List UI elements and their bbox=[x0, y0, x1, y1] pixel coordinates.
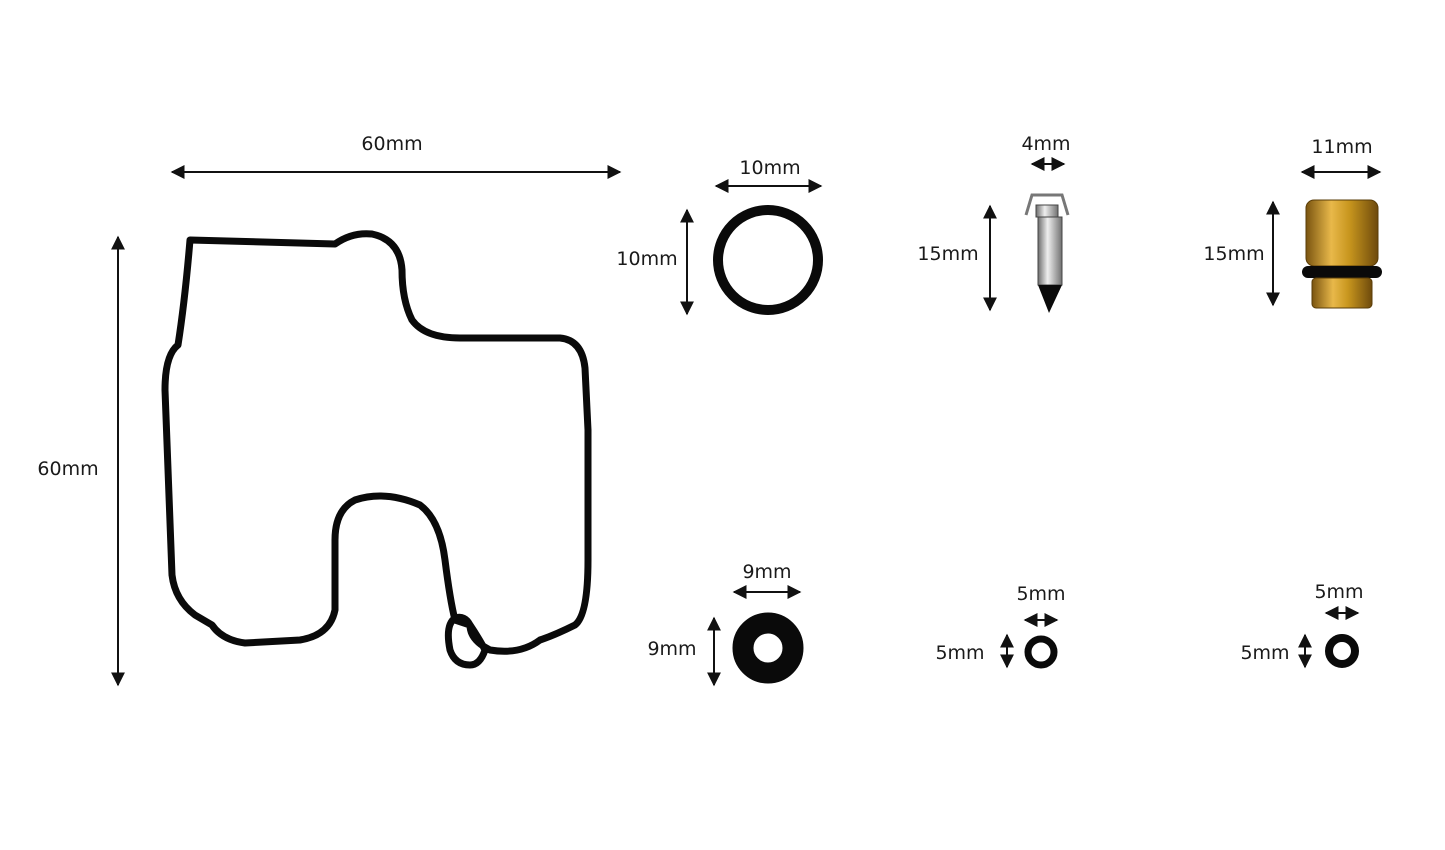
seat-thread bbox=[1311, 277, 1373, 309]
needle-width-label: 4mm bbox=[1021, 133, 1070, 155]
o-ring-large-shape bbox=[713, 205, 823, 315]
o-ring-small-b: 5mm 5mm bbox=[1240, 581, 1364, 669]
seat-height-label: 15mm bbox=[1203, 243, 1264, 265]
o-ring-large: 10mm 10mm bbox=[616, 157, 823, 316]
needle-tip bbox=[1038, 285, 1062, 313]
o-ring-thick-height-label: 9mm bbox=[647, 638, 696, 660]
o-ring-large-height-label: 10mm bbox=[616, 248, 677, 270]
o-ring-thick-width-label: 9mm bbox=[742, 561, 791, 583]
float-bowl-gasket: 60mm 60mm bbox=[37, 133, 622, 687]
gasket-height-label: 60mm bbox=[37, 458, 98, 480]
o-ring-small-b-height-label: 5mm bbox=[1240, 642, 1289, 664]
o-ring-small-a-height-label: 5mm bbox=[935, 642, 984, 664]
needle-valve-seat: 11mm 15mm bbox=[1203, 136, 1382, 309]
seat-width-label: 11mm bbox=[1311, 136, 1372, 158]
float-needle-valve: 4mm 15mm bbox=[917, 133, 1071, 313]
seat-oring bbox=[1302, 266, 1382, 278]
o-ring-small-b-width-label: 5mm bbox=[1314, 581, 1363, 603]
needle-clip bbox=[1024, 193, 1070, 216]
o-ring-small-a-shape bbox=[1024, 635, 1058, 669]
o-ring-small-a: 5mm 5mm bbox=[935, 583, 1066, 669]
o-ring-large-width-label: 10mm bbox=[739, 157, 800, 179]
o-ring-thick-shape bbox=[732, 612, 804, 684]
o-ring-thick: 9mm 9mm bbox=[647, 561, 804, 687]
needle-body bbox=[1037, 216, 1063, 286]
o-ring-small-a-width-label: 5mm bbox=[1016, 583, 1065, 605]
seat-top bbox=[1305, 199, 1379, 267]
needle-height-label: 15mm bbox=[917, 243, 978, 265]
needle-head bbox=[1035, 204, 1059, 218]
gasket-outline bbox=[161, 230, 592, 669]
o-ring-small-b-shape bbox=[1325, 634, 1359, 668]
gasket-width-label: 60mm bbox=[361, 133, 422, 155]
